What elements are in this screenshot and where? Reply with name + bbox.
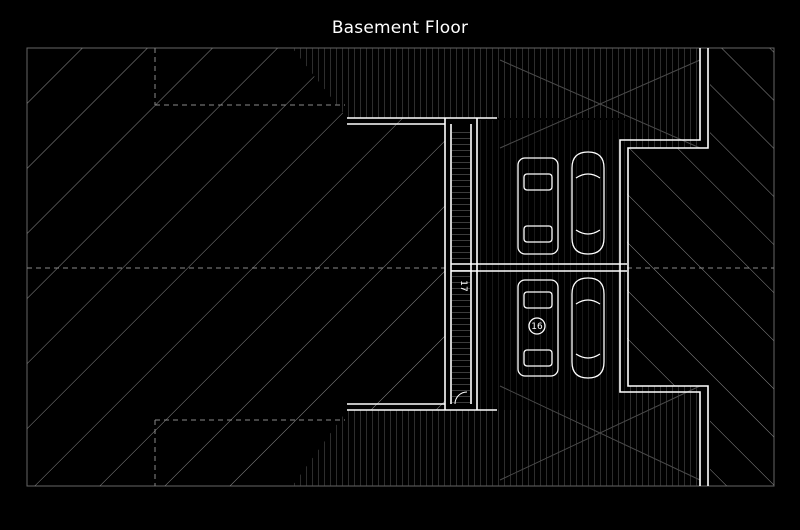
drawing-title: Basement Floor (331, 18, 469, 38)
parking-area-lines (477, 120, 627, 410)
car-4 (571, 277, 605, 379)
car-2 (571, 151, 605, 255)
stair-number: 17 (458, 280, 468, 291)
space-number: 16 (531, 322, 543, 332)
ramp-diagonals (499, 59, 701, 481)
walls (347, 48, 709, 486)
left-earth-zone (27, 48, 445, 486)
right-earth-zone (627, 48, 774, 486)
dashed-lines (27, 48, 774, 486)
stair-door-arc (454, 391, 468, 405)
ramp-bottom (292, 386, 700, 486)
stair (452, 128, 470, 404)
car-3 (517, 279, 559, 377)
car-1 (517, 157, 559, 255)
ramp-top (292, 48, 700, 148)
